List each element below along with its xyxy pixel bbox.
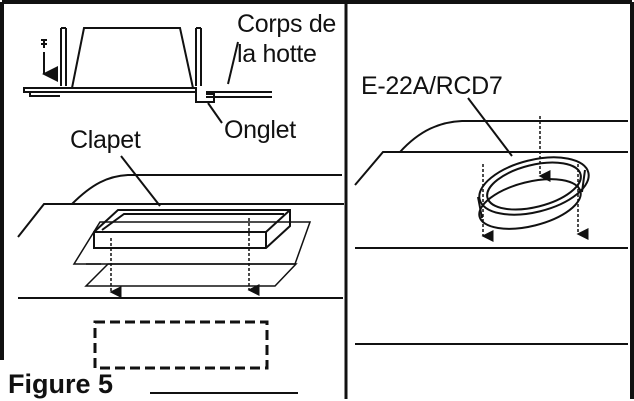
collar-guide-arrows <box>481 116 589 242</box>
label-model: E-22A/RCD7 <box>361 72 503 100</box>
left-hood-assembly <box>17 174 344 370</box>
label-tab: Onglet <box>224 116 296 144</box>
detail-inset <box>23 27 272 207</box>
label-hood-body-2: la hotte <box>237 40 317 68</box>
screw-icon <box>41 39 58 82</box>
figure-caption: Figure 5 <box>8 369 114 399</box>
screw-guide-arrows <box>109 218 260 298</box>
label-damper: Clapet <box>70 126 141 154</box>
right-hood-assembly <box>354 97 628 345</box>
label-hood-body-1: Corps de <box>237 10 337 38</box>
